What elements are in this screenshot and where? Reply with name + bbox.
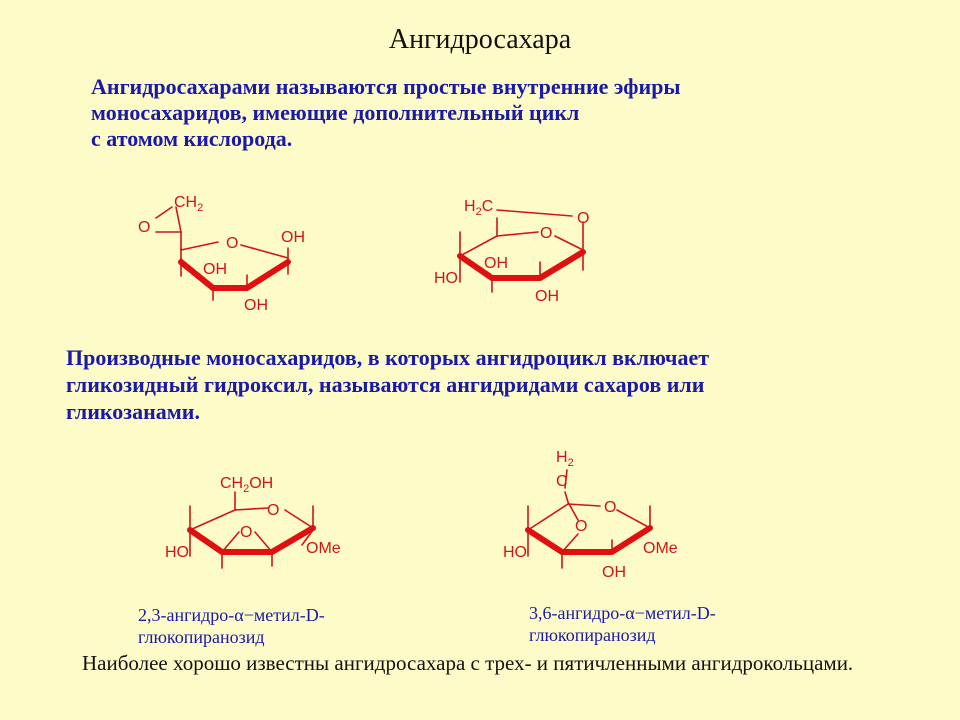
atom-label: O: [540, 225, 552, 242]
caption-line: глюкопиранозид: [138, 627, 265, 647]
intro-line: с атомом кислорода.: [91, 126, 293, 151]
ring-bonds: [187, 491, 316, 569]
caption-line: 2,3-ангидро-α−метил-D-: [138, 605, 325, 625]
page-title: Ангидросахара: [388, 24, 572, 55]
atom-label: OH: [244, 297, 268, 314]
intro-line: Ангидросахарами называются простые внутр…: [91, 74, 681, 99]
atom-label: O: [267, 502, 279, 519]
atom-label: H2C: [464, 198, 493, 218]
atom-label: OH: [602, 564, 626, 581]
intro-paragraph: Ангидросахарами называются простые внутр…: [91, 74, 681, 152]
derivatives-line: гликозидный гидроксил, называются ангидр…: [66, 372, 705, 397]
atom-label: O: [240, 524, 252, 541]
atom-label: OH: [281, 229, 305, 246]
ring-bonds: [457, 209, 586, 293]
caption-line: глюкопиранозид: [529, 625, 656, 645]
caption-right: 3,6-ангидро-α−метил-D- глюкопиранозид: [529, 602, 716, 646]
atom-label: OH: [535, 288, 559, 305]
atom-label: OMe: [643, 540, 678, 557]
atom-label: HO: [434, 270, 458, 287]
ring-bonds: [155, 206, 291, 301]
atom-label: HO: [165, 544, 189, 561]
derivatives-line: Производные моносахаридов, в которых анг…: [66, 345, 710, 370]
caption-line: 3,6-ангидро-α−метил-D-: [529, 603, 716, 623]
footer-text: Наиболее хорошо известны ангидросахара с…: [82, 651, 854, 675]
atom-label: O: [577, 210, 589, 227]
intro-line: моносахаридов, имеющие дополнительный ци…: [91, 100, 580, 125]
derivatives-line: гликозанами.: [66, 399, 200, 424]
atom-label: C: [556, 473, 568, 490]
atom-label: OMe: [306, 540, 341, 557]
atom-label: O: [575, 518, 587, 535]
atom-label: O: [226, 235, 238, 252]
atom-label: OH: [203, 261, 227, 278]
atom-label: HO: [503, 544, 527, 561]
atom-label: CH2: [174, 194, 203, 214]
atom-label: CH2OH: [220, 475, 273, 495]
atom-label: H2: [556, 449, 574, 469]
caption-left: 2,3-ангидро-α−метил-D- глюкопиранозид: [138, 604, 325, 648]
atom-label: OH: [484, 255, 508, 272]
derivatives-paragraph: Производные моносахаридов, в которых анг…: [66, 344, 709, 425]
atom-label: O: [138, 219, 150, 236]
ring-bonds: [525, 469, 653, 569]
atom-label: O: [604, 499, 616, 516]
